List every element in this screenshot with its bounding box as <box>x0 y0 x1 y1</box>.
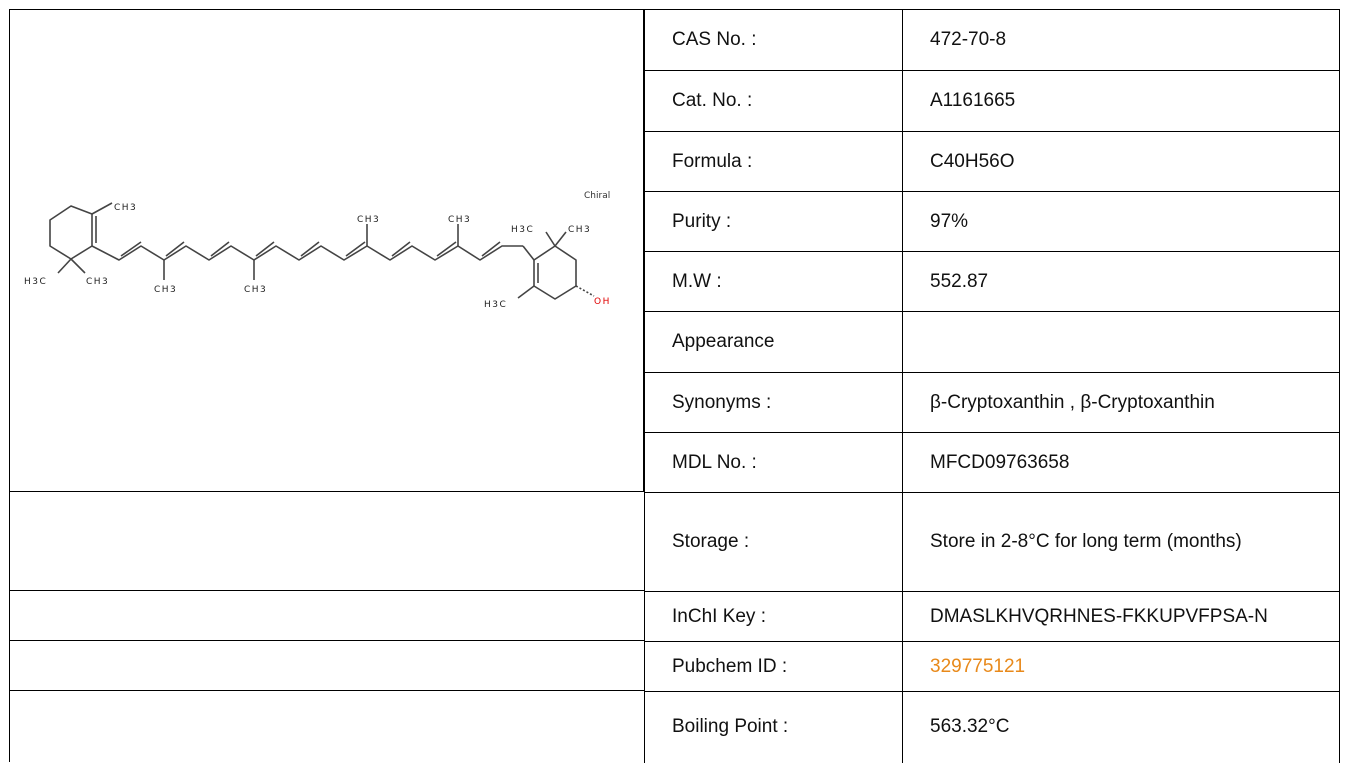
property-label: Synonyms : <box>644 372 903 433</box>
table-row: Storage : Store in 2-8°C for long term (… <box>644 492 1340 592</box>
property-label: InChI Key : <box>644 591 903 642</box>
atom-label: H3C <box>484 300 507 310</box>
atom-label: CH3 <box>114 203 137 213</box>
methyl-bond <box>57 258 72 274</box>
hydroxyl-wedge-bond <box>575 285 595 297</box>
empty-left-cell <box>9 591 645 641</box>
property-label: Purity : <box>644 191 903 252</box>
atom-label: CH3 <box>568 225 591 235</box>
property-value: A1161665 <box>902 70 1340 132</box>
property-label: M.W : <box>644 251 903 312</box>
property-value <box>902 311 1340 373</box>
table-row: CAS No. : 472-70-8 <box>644 9 1340 71</box>
property-label: Storage : <box>644 492 903 592</box>
left-ring-bonds <box>49 205 93 260</box>
chain-ring-bond <box>522 245 535 261</box>
property-label: Pubchem ID : <box>644 641 903 692</box>
atom-label: H3C <box>511 225 534 235</box>
table-row: Purity : 97% <box>644 191 1340 252</box>
property-value: DMASLKHVQRHNES-FKKUPVFPSA-N <box>902 591 1340 642</box>
empty-left-cell <box>9 691 645 762</box>
table-row: M.W : 552.87 <box>644 251 1340 312</box>
table-row: Pubchem ID : 329775121 <box>644 641 1340 692</box>
hydroxyl-label: OH <box>594 297 611 307</box>
atom-label: H3C <box>24 277 47 287</box>
property-label: CAS No. : <box>644 9 903 71</box>
methyl-bond <box>517 285 535 299</box>
atom-label: CH3 <box>357 215 380 225</box>
empty-left-cell <box>9 492 645 591</box>
property-label: Formula : <box>644 131 903 192</box>
chain-double-bond <box>345 241 366 257</box>
property-label: Boiling Point : <box>644 691 903 763</box>
atom-label: CH3 <box>154 285 177 295</box>
right-ring-bonds <box>533 245 577 300</box>
table-row: Appearance <box>644 311 1340 373</box>
chain-double-bond <box>481 241 501 257</box>
property-value: MFCD09763658 <box>902 432 1340 493</box>
pubchem-id-link[interactable]: 329775121 <box>930 655 1026 677</box>
table-row: Cat. No. : A1161665 <box>644 70 1340 132</box>
properties-table: CAS No. : 472-70-8 Cat. No. : A1161665 F… <box>644 9 1340 763</box>
polyene-chain <box>91 245 523 261</box>
table-row: MDL No. : MFCD09763658 <box>644 432 1340 493</box>
chain-double-bond <box>391 241 411 257</box>
property-value: 97% <box>902 191 1340 252</box>
property-value: 563.32°C <box>902 691 1340 763</box>
chain-double-bond <box>255 241 275 257</box>
methyl-bond <box>70 258 86 274</box>
chemical-structure-drawing: Chiral CH3 H3C CH3 CH3 CH3 CH3 CH3 H3C C… <box>24 191 611 310</box>
table-row: Formula : C40H56O <box>644 131 1340 192</box>
table-row: Boiling Point : 563.32°C <box>644 691 1340 763</box>
methyl-bond <box>91 202 113 215</box>
property-value-cell: 329775121 <box>902 641 1340 692</box>
chain-double-bond <box>300 241 320 257</box>
atom-label: CH3 <box>86 277 109 287</box>
property-value: 552.87 <box>902 251 1340 312</box>
chain-double-bond <box>210 241 230 257</box>
atom-label: CH3 <box>448 215 471 225</box>
table-row: Synonyms : β-Cryptoxanthin , β-Cryptoxan… <box>644 372 1340 433</box>
property-label: MDL No. : <box>644 432 903 493</box>
methyl-bond <box>545 231 556 247</box>
property-value: 472-70-8 <box>902 9 1340 71</box>
property-label: Cat. No. : <box>644 70 903 132</box>
property-value: C40H56O <box>902 131 1340 192</box>
empty-left-cell <box>9 641 645 691</box>
structure-image-cell: Chiral CH3 H3C CH3 CH3 CH3 CH3 CH3 H3C C… <box>9 9 644 492</box>
chain-double-bond <box>436 241 457 257</box>
chain-double-bond <box>120 241 142 257</box>
product-spec-sheet: Chiral CH3 H3C CH3 CH3 CH3 CH3 CH3 H3C C… <box>9 9 1340 763</box>
methyl-bond <box>554 231 567 247</box>
property-value: β-Cryptoxanthin , β-Cryptoxanthin <box>902 372 1340 433</box>
atom-label: CH3 <box>244 285 267 295</box>
table-row: InChI Key : DMASLKHVQRHNES-FKKUPVFPSA-N <box>644 591 1340 642</box>
chiral-label: Chiral <box>584 191 610 201</box>
chain-double-bond <box>165 241 185 257</box>
property-label: Appearance <box>644 311 903 373</box>
property-value: Store in 2-8°C for long term (months) <box>902 492 1340 592</box>
